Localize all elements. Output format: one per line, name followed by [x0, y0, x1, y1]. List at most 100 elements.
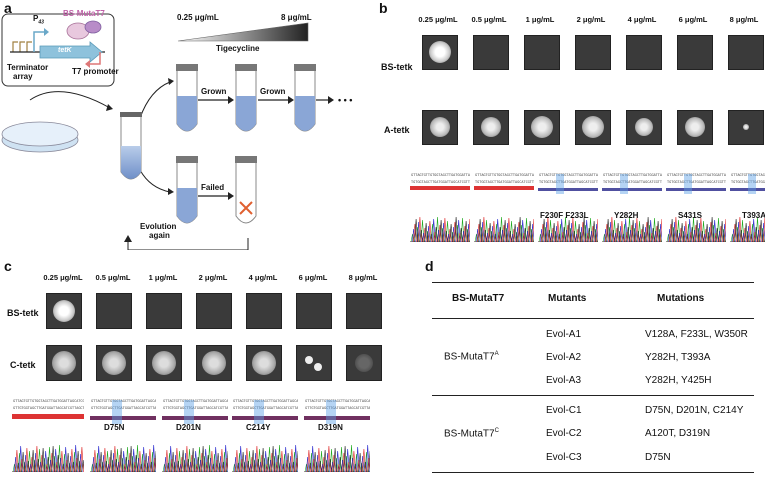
colony-blob [531, 116, 553, 138]
trace-line [304, 444, 370, 472]
tube-grown-2 [235, 64, 257, 132]
chromatogram-b-3: GTTAGTGTTGTGGTAGCTTGATGGATTAGCATCGTGTGGT… [602, 172, 662, 244]
mutation-label-b: F230F F233L [540, 211, 589, 220]
sequence-text: GTTGTGGTAGCTTGATGGATTAGCATCGTTAGCTAGGCTA [233, 406, 298, 410]
annotation-bar [232, 416, 298, 420]
trace-line [162, 445, 228, 472]
sequence-text: TGTGGTAGCTTGATGGATTAGCATCGTTAGCTAG [539, 180, 598, 184]
annotation-bar [602, 188, 662, 191]
conc-high-label: 8 μg/mL [281, 13, 312, 22]
sequence-text: TGTGGTAGCTTGATGGATTAGCATCGTTAGCTAG [475, 180, 534, 184]
panel-c-concentration: 0.5 μg/mL [95, 273, 131, 282]
evolution-label: Evolution [140, 222, 177, 231]
trace-line [12, 444, 83, 472]
mutant-name: Evol-C2 [546, 428, 582, 439]
panel-c-row-bs-tetk: BS-tetk [7, 308, 39, 318]
group-a-label: BS-MutaT7A [444, 351, 499, 363]
colony-blob [429, 41, 451, 63]
annotation-bar [162, 416, 228, 420]
trace-line [90, 445, 156, 472]
colony-blob [481, 117, 501, 137]
annotation-bar [410, 186, 470, 190]
terminator-label: Terminator [7, 63, 49, 72]
annotation-bar [304, 416, 370, 420]
highlight [620, 174, 628, 194]
panel-a-label: a [4, 0, 12, 16]
chromatogram-c-2: GTTAGTGTTGTGGTAGCTTGATGGATTAGCATCGTTAGCT… [162, 398, 228, 476]
tube-grown-3 [294, 64, 316, 132]
array-label: array [13, 72, 33, 81]
chromatogram-c-0: GTTAGTGTTGTGGTAGCTTGATGGATTAGCATCGTTAGCT… [12, 398, 84, 476]
panel-b-row-a-tetk: A-tetk [384, 125, 410, 135]
plate-image-c-bs-5 [296, 293, 332, 329]
failed-label: Failed [201, 183, 225, 192]
mutation-label-c: D319N [318, 423, 343, 432]
trace-line [90, 444, 156, 472]
highlight [556, 174, 564, 194]
chromatogram-trace [474, 216, 534, 242]
trace-line [162, 445, 228, 472]
plate-image-c-c-1 [96, 345, 132, 381]
mutation-label-c: D201N [176, 423, 201, 432]
mutation-list: Y282H, T393A [645, 352, 711, 363]
chromatogram-trace [410, 216, 470, 242]
plate-image-b-bs-4 [626, 35, 662, 70]
plate-image-c-bs-2 [146, 293, 182, 329]
plate-image-b-a-1 [473, 110, 509, 145]
panel-b-concentration: 2 μg/mL [576, 15, 606, 24]
tube-failed [235, 156, 257, 224]
chromatogram-b-5: GTTAGTGTTGTGGTAGCTTGATGGATTAGCATCGTGTGGT… [730, 172, 765, 244]
colony-blob [314, 363, 322, 371]
plate-image-b-bs-6 [728, 35, 764, 70]
conc-low-label: 0.25 μg/mL [177, 13, 219, 22]
plate-image-b-bs-0 [422, 35, 458, 70]
sequence-text: GTTAGTGTTGTGGTAGCTTGATGGATTAGCATCGTTAGCT [163, 399, 228, 403]
mutant-name: Evol-C3 [546, 452, 582, 463]
sequence-text: GTTAGTGTTGTGGTAGCTTGATGGATTAGCATCGTTAGCT [91, 399, 156, 403]
panel-c-concentration: 2 μg/mL [198, 273, 228, 282]
mutation-label-c: D75N [104, 423, 125, 432]
plate-image-c-bs-1 [96, 293, 132, 329]
panel-b-concentration: 6 μg/mL [678, 15, 708, 24]
sequence-text: GTTAGTGTTGTGGTAGCTTGATGGATTAGCATCGTTAGCT [233, 399, 298, 403]
mutation-list: D75N [645, 452, 671, 463]
mutation-list: Y282H, Y425H [645, 375, 712, 386]
plate-image-c-c-3 [196, 345, 232, 381]
annotation-bar [538, 188, 598, 191]
mutation-label-b: S431S [678, 211, 703, 220]
chromatogram-trace [232, 444, 298, 472]
sequence-text: TGTGGTAGCTTGATGGATTAGCATCGTTAGCTAG [667, 180, 726, 184]
plate-image-c-c-0 [46, 345, 82, 381]
colony-blob [102, 351, 126, 375]
grown-label-2: Grown [260, 87, 286, 96]
plate-image-b-a-5 [677, 110, 713, 145]
plate-image-b-bs-3 [575, 35, 611, 70]
highlight [184, 400, 194, 424]
trace-line [90, 444, 156, 472]
colony-blob [152, 351, 176, 375]
chromatogram-c-1: GTTAGTGTTGTGGTAGCTTGATGGATTAGCATCGTTAGCT… [90, 398, 156, 476]
chromatogram-trace [162, 444, 228, 472]
panel-c-label: c [4, 258, 12, 274]
trace-line [90, 445, 156, 472]
plate-image-c-c-4 [246, 345, 282, 381]
plate-image-b-bs-5 [677, 35, 713, 70]
trace-line [232, 444, 298, 472]
bs-mutat7-label: BS-MutaT7 [63, 9, 105, 18]
plate-image-b-bs-1 [473, 35, 509, 70]
colony-blob [52, 351, 76, 375]
table-header-mutations: Mutations [657, 293, 705, 304]
colony-blob [355, 354, 373, 372]
tube-start [120, 112, 142, 180]
sequence-text: GTTGTGGTAGCTTGATGGATTAGCATCGTTAGCTAGGCTA [305, 406, 370, 410]
table-header-group: BS-MutaT7 [452, 293, 505, 304]
annotation-bar [12, 414, 84, 419]
colony-blob [582, 116, 604, 138]
panel-c-concentration: 4 μg/mL [248, 273, 278, 282]
